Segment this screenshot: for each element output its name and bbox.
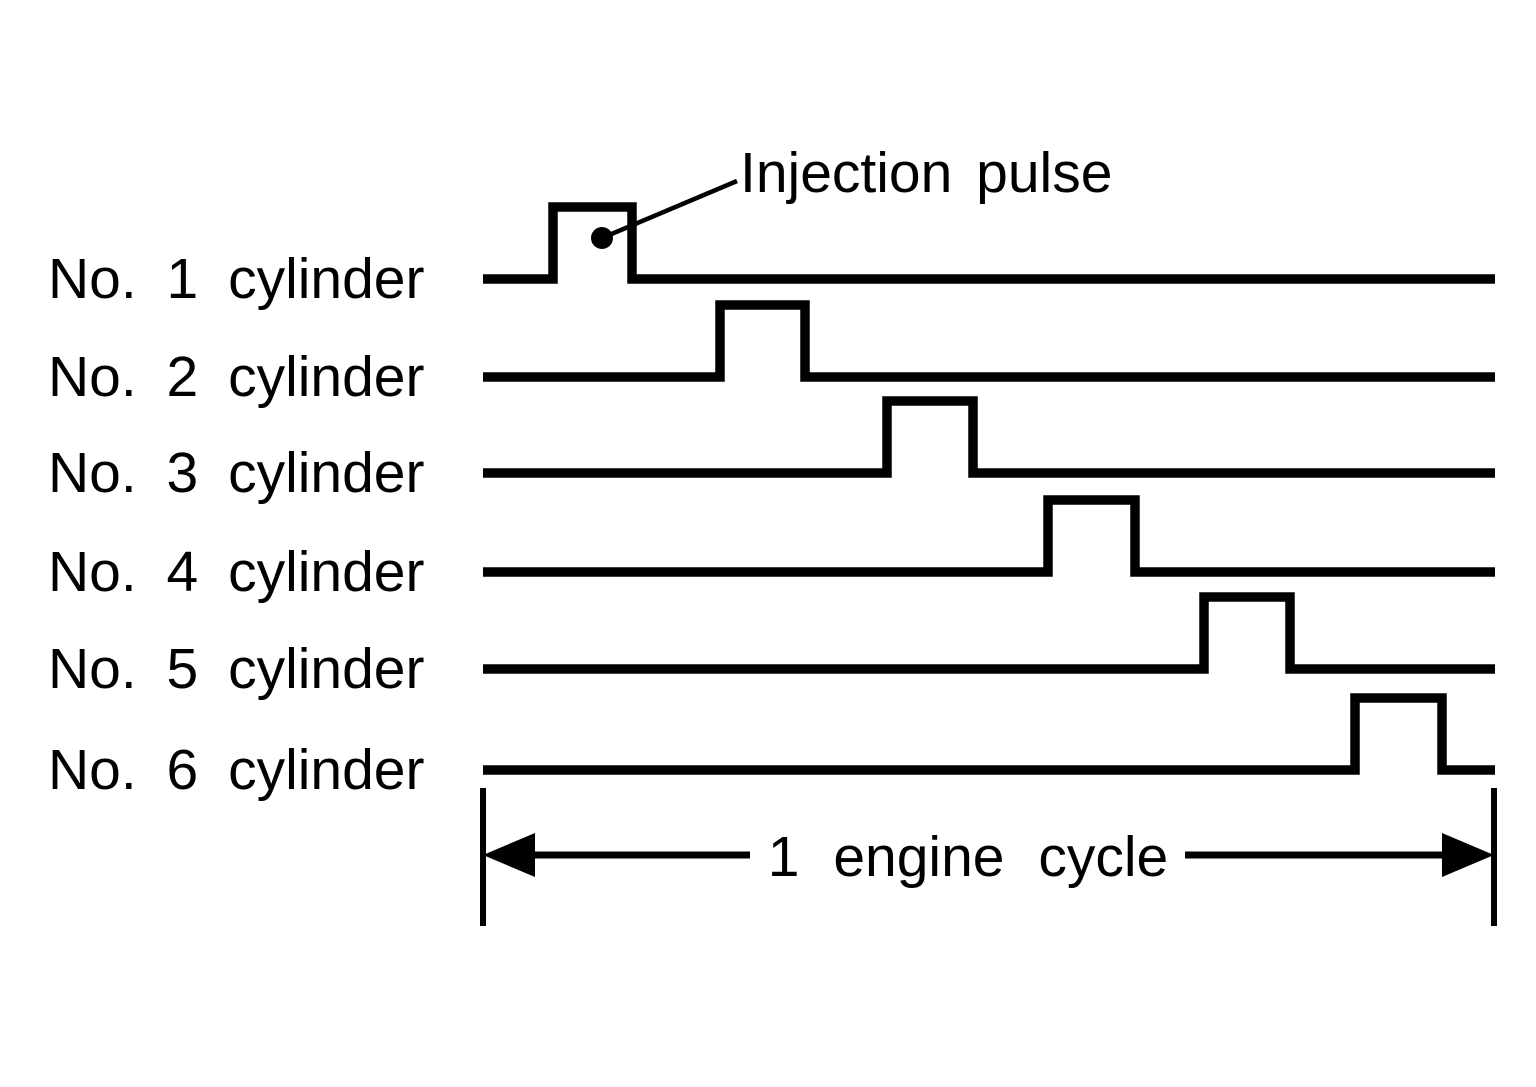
waveform-cylinder-5: [483, 592, 1495, 674]
callout-leader-line: [601, 178, 738, 241]
waveform-cylinder-2: [483, 300, 1495, 382]
row-label-group: No. 1 cylinder No. 2 cylinder No. 3 cyli…: [48, 247, 425, 802]
waveform-cylinder-3: [483, 396, 1495, 478]
engine-cycle-caption: 1 engine cycle: [768, 825, 1168, 889]
row-label-cylinder-2: No. 2 cylinder: [48, 345, 425, 409]
cycle-arrowhead-left-icon: [483, 833, 535, 877]
row-label-cylinder-6: No. 6 cylinder: [48, 738, 425, 802]
engine-cycle-dimension: 1 engine cycle: [480, 788, 1497, 926]
callout-dot-marker: [591, 227, 613, 249]
waveform-cylinder-1: [483, 202, 1495, 284]
row-label-cylinder-1: No. 1 cylinder: [48, 247, 425, 311]
waveform-group: [483, 202, 1495, 775]
cycle-arrowhead-right-icon: [1442, 833, 1494, 877]
injection-pulse-label: Injection pulse: [740, 141, 1112, 205]
waveform-cylinder-4: [483, 495, 1495, 577]
row-label-cylinder-5: No. 5 cylinder: [48, 637, 425, 701]
row-label-cylinder-3: No. 3 cylinder: [48, 441, 425, 505]
injection-pulse-callout: Injection pulse: [591, 141, 1112, 249]
row-label-cylinder-4: No. 4 cylinder: [48, 540, 425, 604]
waveform-cylinder-6: [483, 693, 1495, 775]
